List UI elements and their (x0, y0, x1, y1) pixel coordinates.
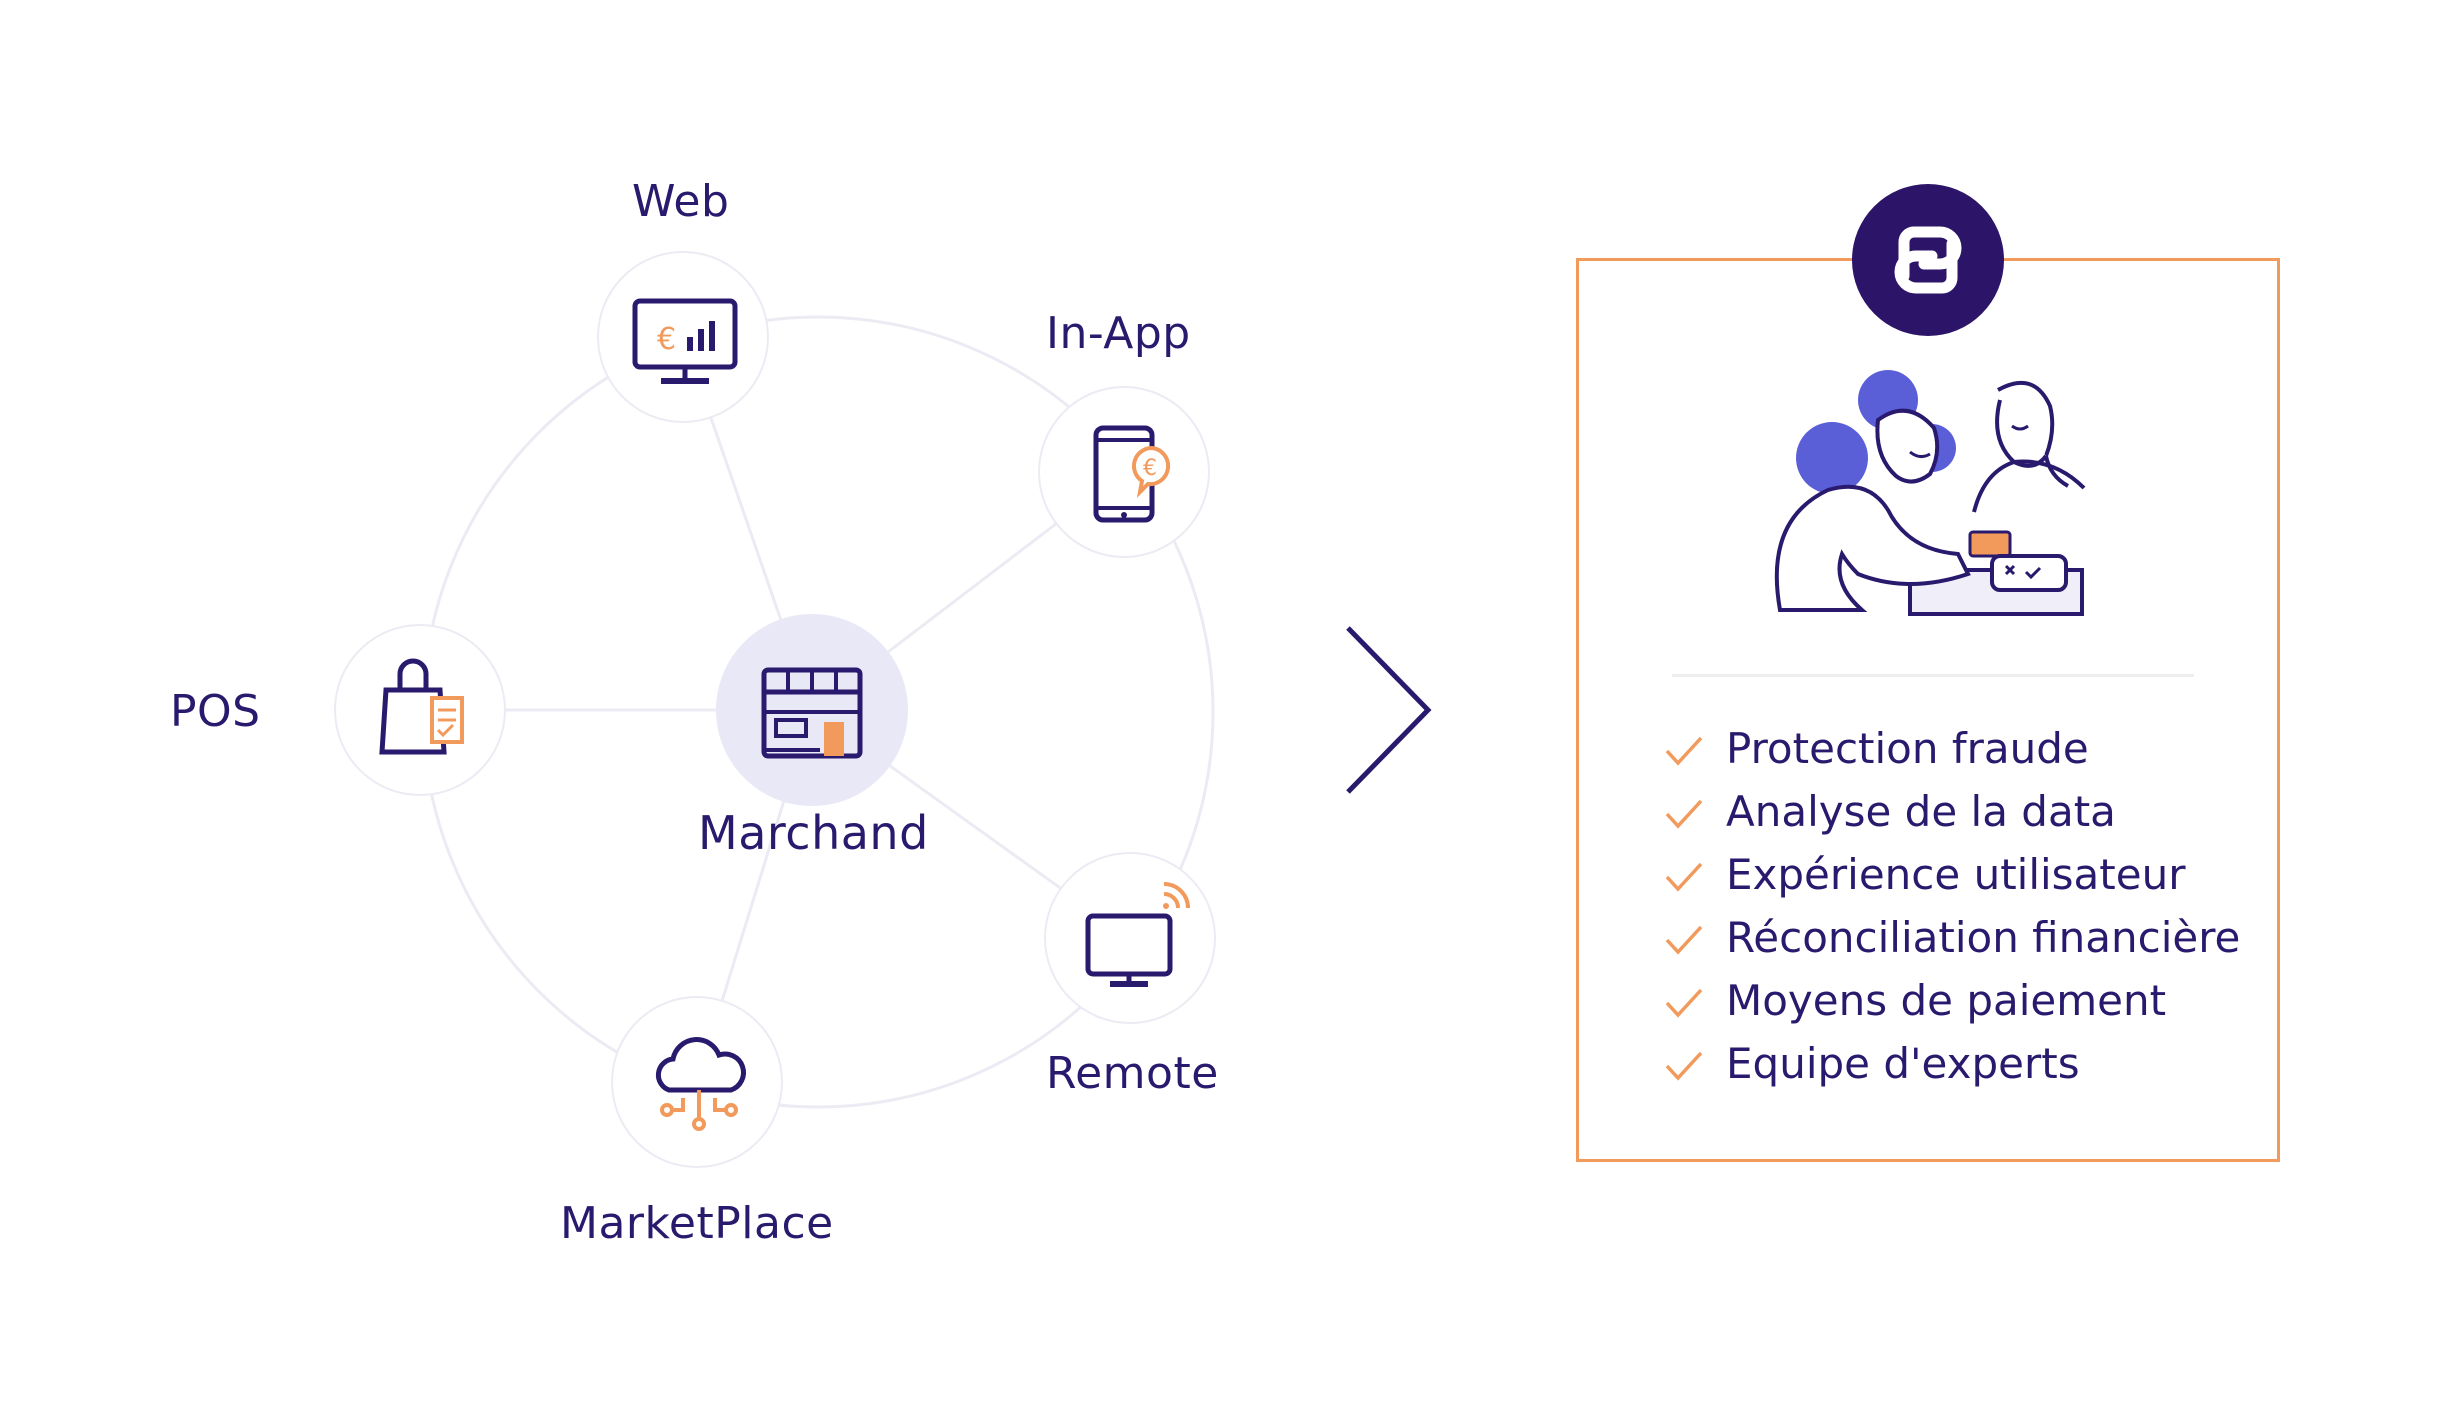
marketplace-node (611, 996, 783, 1168)
benefits-panel (1576, 258, 2280, 1162)
tv-wireless-icon (1085, 882, 1190, 987)
check-icon (1665, 1051, 1703, 1081)
cloud-network-icon (655, 1037, 746, 1131)
feature-label: Réconciliation financière (1726, 913, 2241, 962)
inapp-label: In-App (1046, 308, 1191, 359)
feature-item: Equipe d'experts (1664, 1037, 2240, 1100)
merchant-hub (716, 614, 908, 806)
web-label: Web (632, 176, 730, 227)
marketplace-label: MarketPlace (560, 1198, 834, 1249)
feature-list: Protection fraude Analyse de la data Exp… (1664, 722, 2240, 1100)
feature-label: Protection fraude (1726, 724, 2089, 773)
feature-item: Réconciliation financière (1664, 911, 2240, 974)
inapp-node: € (1038, 386, 1210, 558)
feature-label: Expérience utilisateur (1726, 850, 2186, 899)
svg-text:€: € (1143, 456, 1157, 481)
feature-label: Moyens de paiement (1726, 976, 2167, 1025)
feature-item: Moyens de paiement (1664, 974, 2240, 1037)
merchant-label: Marchand (698, 806, 929, 860)
check-icon (1665, 799, 1703, 829)
web-node: € (597, 251, 769, 423)
brand-logo (1852, 184, 2004, 336)
check-icon (1665, 925, 1703, 955)
remote-label: Remote (1046, 1048, 1219, 1099)
feature-item: Analyse de la data (1664, 785, 2240, 848)
brand-logo-icon (1894, 226, 1962, 294)
pos-node (334, 624, 506, 796)
storefront-icon (761, 667, 863, 759)
shopping-bag-receipt-icon (379, 658, 464, 755)
check-icon (1665, 862, 1703, 892)
svg-text:€: € (657, 322, 676, 357)
monitor-euro-chart-icon: € (632, 298, 738, 384)
feature-label: Equipe d'experts (1726, 1039, 2080, 1088)
pos-label: POS (170, 686, 261, 737)
check-icon (1665, 736, 1703, 766)
check-icon (1665, 988, 1703, 1018)
chevron-right-icon (1346, 626, 1432, 794)
remote-node (1044, 852, 1216, 1024)
panel-divider (1672, 674, 2194, 677)
merchant-customer-card-payment-illustration (1774, 370, 2086, 616)
feature-label: Analyse de la data (1726, 787, 2116, 836)
feature-item: Protection fraude (1664, 722, 2240, 785)
smartphone-euro-icon: € (1093, 425, 1171, 523)
feature-item: Expérience utilisateur (1664, 848, 2240, 911)
